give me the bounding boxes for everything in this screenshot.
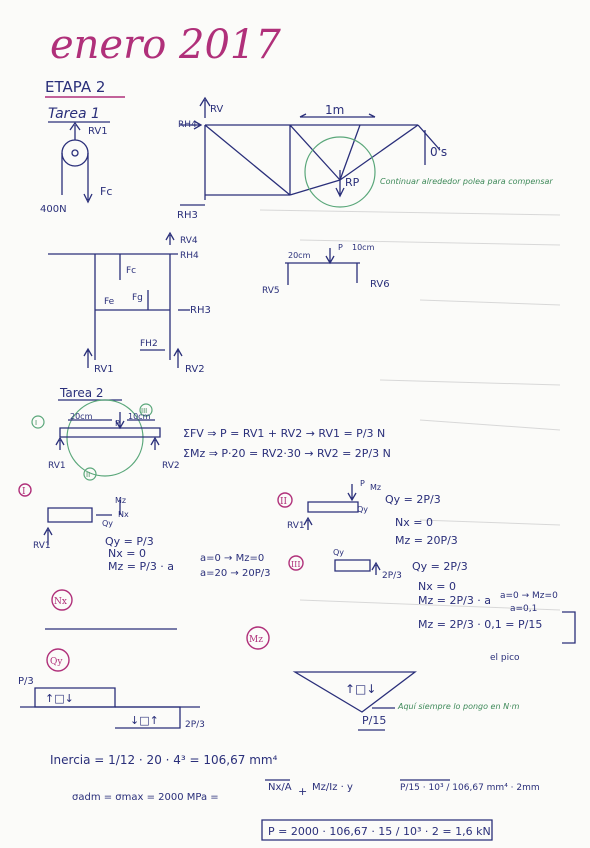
mz-sign: ↑□↓ [345, 682, 376, 696]
truss-rv: RV [210, 104, 223, 115]
frame-rv2: RV2 [185, 364, 205, 375]
frame-sketch: RV4 RH4 Fc Fe Fg RH3 FH2 RV1 RV2 [48, 231, 211, 375]
beam2-p: P [115, 419, 120, 428]
truss-rh4: RH4 [178, 120, 197, 130]
sec2-qy-eq: Qy = 2P/3 [385, 493, 441, 506]
beam-left-dim: 20cm [288, 251, 311, 260]
pulley-rv1: RV1 [88, 126, 108, 137]
stress-rhs: P/15 · 10³ / 106,67 mm⁴ · 2mm [400, 783, 540, 793]
stress-equation: σadm = σmax = 2000 MPa = Nx/A + Mz/Iz · … [72, 779, 540, 841]
frame-rv4: RV4 [180, 236, 198, 246]
sec1-mz-eq: Mz = P/3 · a [108, 560, 174, 573]
qy-p23: 2P/3 [185, 720, 205, 730]
equilibrium-mz: ΣMz ⇒ P·20 = RV2·30 → RV2 = 2P/3 N [183, 447, 391, 460]
sec1-mz: Mz [115, 496, 126, 505]
beam-rv6: RV6 [370, 279, 390, 290]
equilibrium-fv: ΣFV ⇒ P = RV1 + RV2 → RV1 = P/3 N [183, 427, 385, 440]
truss-note: Continuar alrededor polea para compensar [380, 177, 553, 186]
qy-sign-pos: ↑□↓ [45, 692, 74, 705]
sec3-nx-eq: Nx = 0 [418, 580, 456, 593]
frame-fg: Fg [132, 293, 143, 303]
sec3-label: III [291, 560, 300, 569]
truss-height: 0's [430, 145, 447, 159]
sec3-a0: a=0 → Mz=0 [500, 591, 558, 601]
sec3-a01: a=0,1 [510, 604, 537, 614]
nx-diagram: Nx [45, 589, 177, 630]
sec2-rv1: RV1 [287, 521, 305, 531]
truss-sketch: RH4 RV RH3 1m 0's RP Continuar alrededor… [177, 96, 553, 221]
frame-rh3: RH3 [190, 305, 211, 316]
mz-label: Mz [249, 635, 263, 645]
section-2: II P Mz Qy RV1 Qy = 2P/3 Nx = 0 Mz = 20P… [277, 479, 458, 547]
sec2-p: P [360, 479, 365, 488]
pulley-load: 400N [40, 204, 67, 215]
beam-p: P [338, 243, 343, 252]
sec1-rv1: RV1 [33, 541, 51, 551]
beam2-region-iii: III [141, 407, 147, 415]
sec3-mz-value: Mz = 2P/3 · 0,1 = P/15 [418, 618, 542, 631]
stress-plus: + [298, 785, 307, 798]
page-title: enero 2017 [50, 22, 281, 68]
sec2-qy: Qy [357, 505, 368, 514]
sec1-qy: Qy [102, 519, 113, 528]
bleed-through [259, 209, 561, 611]
frame-rv1: RV1 [94, 364, 114, 375]
frame-fc: Fc [126, 266, 136, 276]
stage-heading: ETAPA 2 [45, 78, 105, 96]
mz-diagram: Mz ↑□↓ P/15 Aquí siempre lo pongo en N·m [246, 626, 520, 731]
beam2-left: 20cm [70, 412, 93, 421]
truss-rp: RP [345, 176, 360, 189]
beam-rv5: RV5 [262, 286, 280, 296]
task2-heading: Tarea 2 [59, 386, 104, 400]
beam2-region-i: I [35, 419, 37, 427]
sec1-nx: Nx [118, 510, 129, 519]
section-3: III Qy 2P/3 Qy = 2P/3 Nx = 0 Mz = 2P/3 ·… [288, 548, 576, 663]
sec3-bracket [562, 611, 576, 644]
qy-sign-neg: ↓□↑ [130, 714, 159, 727]
sec2-nx-eq: Nx = 0 [395, 516, 433, 529]
frame-fe: Fe [104, 297, 115, 307]
sec1-qy-eq: Qy = P/3 [105, 535, 154, 548]
task1-heading: Tarea 1 [48, 106, 100, 122]
sec3-qy-eq: Qy = 2P/3 [412, 560, 468, 573]
sec3-qy: Qy [333, 548, 344, 557]
beam2-rv1: RV1 [48, 461, 66, 471]
frame-fh2: FH2 [140, 339, 158, 349]
sec1-a20: a=20 → 20P/3 [200, 568, 270, 579]
beam2-region-ii: II [86, 471, 90, 479]
sec1-a0: a=0 → Mz=0 [200, 553, 264, 564]
qy-diagram: Qy P/3 ↑□↓ ↓□↑ 2P/3 [18, 648, 205, 730]
small-beam-sketch: 20cm P 10cm RV5 RV6 [262, 243, 390, 296]
qy-label: Qy [50, 657, 63, 667]
mz-value: P/15 [362, 714, 386, 727]
sec2-mz-eq: Mz = 20P/3 [395, 534, 458, 547]
frame-rh4: RH4 [180, 251, 199, 261]
sec1-nx-eq: Nx = 0 [108, 547, 146, 560]
pulley-fc: Fc [100, 185, 112, 198]
sec3-p: 2P/3 [382, 571, 402, 581]
section-1: I Mz Nx Qy RV1 Qy = P/3 Nx = 0 Mz = P/3 … [18, 483, 270, 579]
stress-result: P = 2000 · 106,67 · 15 / 10³ · 2 = 1,6 k… [268, 825, 491, 838]
stress-frac1: Nx/A [268, 782, 292, 793]
sec3-peak-note: el pico [490, 653, 520, 663]
stress-lhs: σadm = σmax = 2000 MPa = [72, 792, 219, 803]
sec1-label: I [22, 487, 26, 497]
stress-frac2: Mz/Iz · y [312, 782, 353, 793]
truss-span: 1m [325, 103, 344, 117]
beam2-sketch: 20cm P 10cm RV1 RV2 I II III [31, 399, 180, 481]
inertia-equation: Inercia = 1/12 · 20 · 4³ = 106,67 mm⁴ [50, 753, 278, 767]
mz-units-note: Aquí siempre lo pongo en N·m [397, 702, 520, 711]
sec2-label: II [280, 497, 288, 507]
qy-p3: P/3 [18, 676, 34, 687]
beam-right-dim: 10cm [352, 243, 375, 252]
pulley-sketch: RV1 400N Fc [40, 121, 112, 215]
beam2-rv2: RV2 [162, 461, 180, 471]
sec2-mz: Mz [370, 483, 381, 492]
sec3-mz-eq: Mz = 2P/3 · a [418, 594, 491, 607]
beam2-right: 10cm [128, 412, 151, 421]
truss-rh3: RH3 [177, 210, 198, 221]
nx-label: Nx [54, 597, 67, 607]
